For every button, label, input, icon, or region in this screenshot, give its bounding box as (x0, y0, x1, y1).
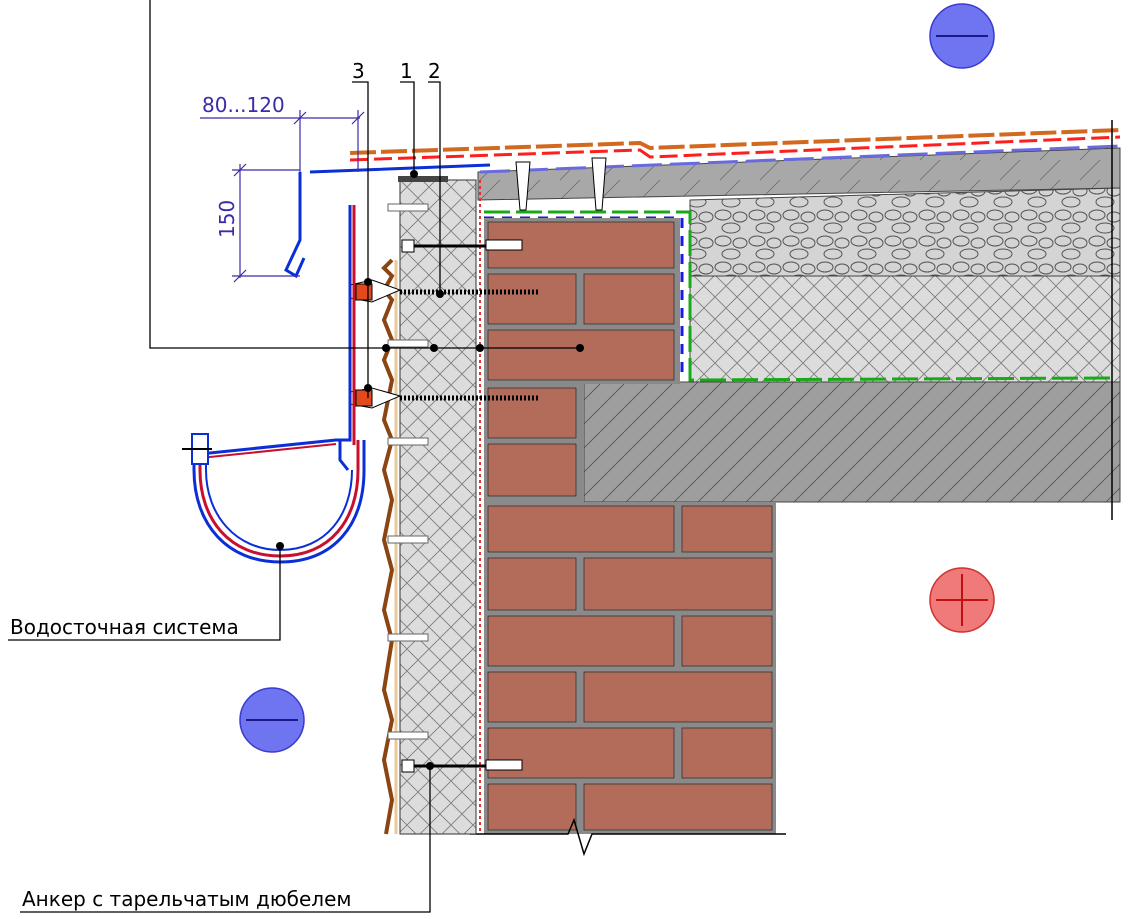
roof-insulation (689, 275, 1121, 383)
minus-sign-bottom (239, 687, 305, 753)
callout-1: 1 (400, 59, 413, 83)
dim-height-label: 150 (215, 200, 239, 238)
membrane-red (349, 135, 1121, 162)
dimensions (200, 110, 365, 283)
minus-sign-top (929, 3, 995, 69)
bracket-lower (349, 387, 538, 409)
gravel-layer (689, 187, 1121, 277)
gutter-bracket-outer (338, 205, 352, 471)
vapor-barrier-blue (484, 216, 684, 374)
callout-3: 3 (352, 59, 365, 83)
membrane-orange (349, 128, 1121, 155)
drip-edge (284, 163, 491, 279)
anchor-top (401, 239, 523, 253)
anchor-label: Анкер с тарельчатым дюбелем (22, 887, 351, 911)
small-dowels (387, 203, 429, 740)
callout-2: 2 (428, 59, 441, 83)
plus-sign (929, 567, 995, 633)
roof-screws (515, 157, 607, 211)
wall-insulation (398, 176, 481, 835)
break-line (470, 817, 786, 857)
vapor-barrier-green (484, 210, 1111, 382)
roof-section (349, 128, 1121, 503)
gutter-hanger (199, 438, 348, 456)
concrete-slab (583, 381, 1121, 503)
membrane-purple (479, 144, 1121, 174)
leader-dots (276, 170, 584, 770)
brick-wall (470, 218, 786, 857)
gutter-system-label: Водосточная система (10, 615, 239, 639)
gutter-pipe-blue-inner (205, 440, 353, 552)
gutter-pipe-red (198, 440, 360, 558)
fasteners (349, 157, 607, 773)
dim-width-label: 80...120 (202, 93, 285, 117)
